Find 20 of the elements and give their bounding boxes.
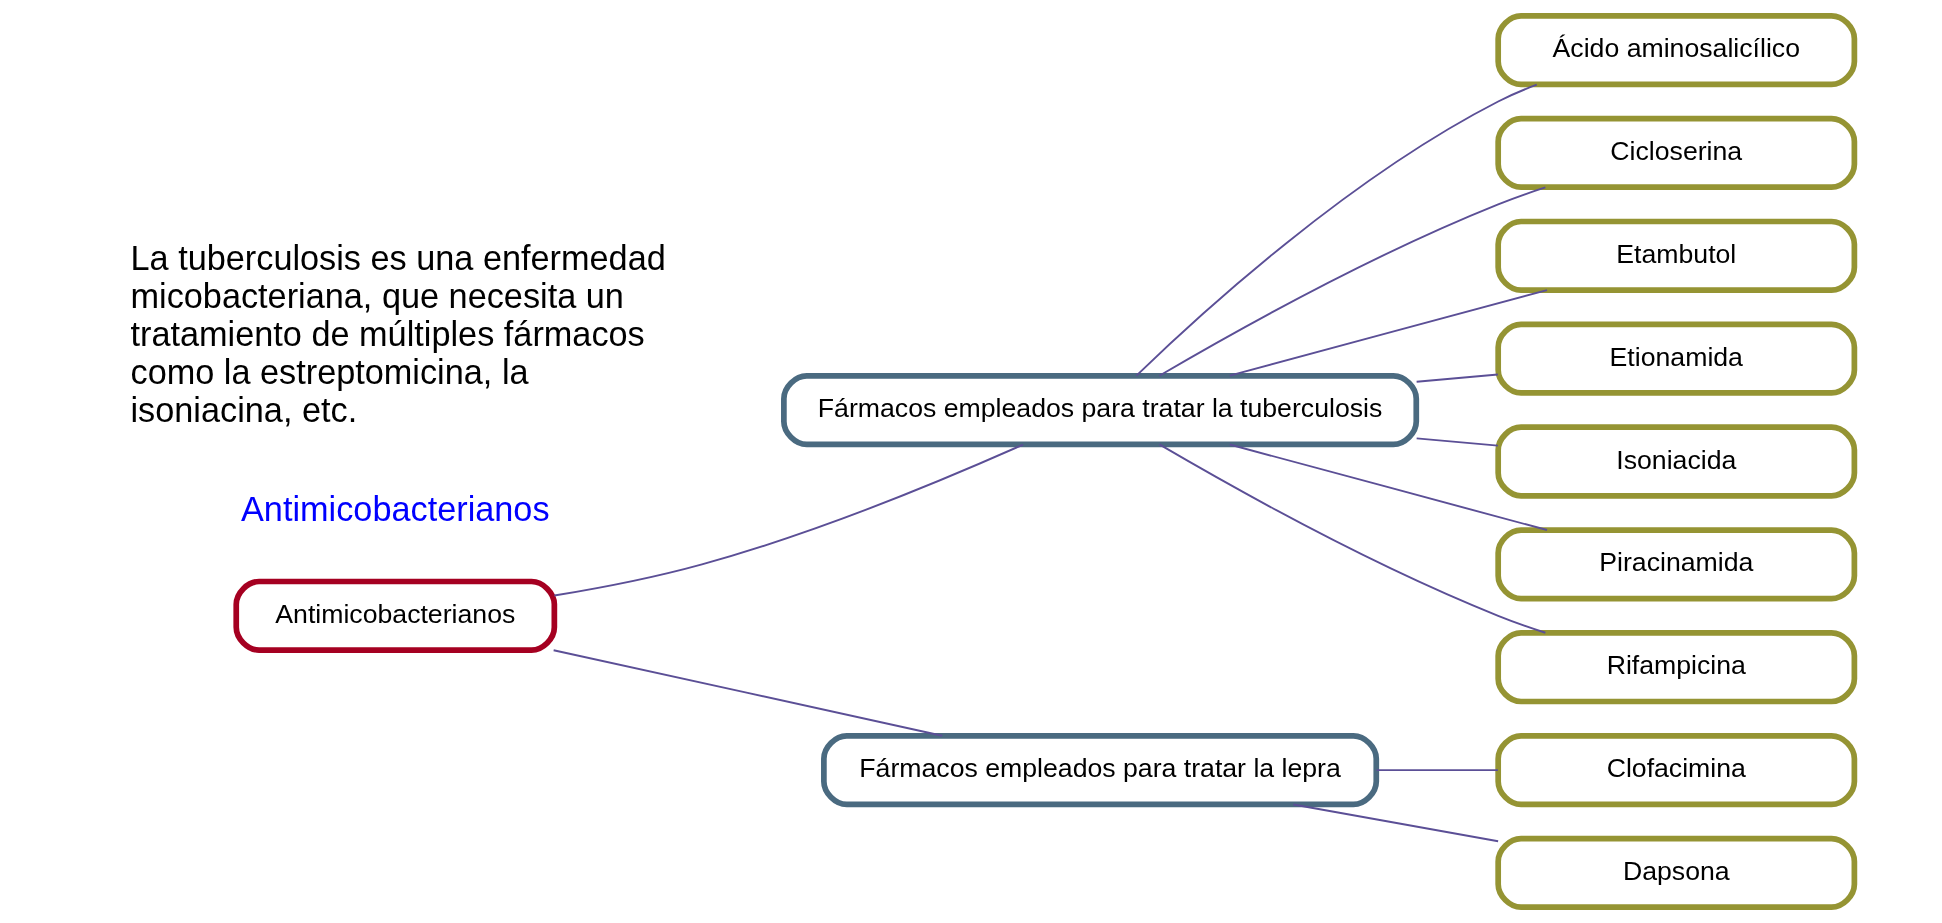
node-box: Piracinamida [1494,527,1857,602]
connector [1415,437,1499,447]
node-box: Fármacos empleados para tratar la tuberculosis [780,372,1419,448]
node-box: Ácido aminosalicílico [1494,12,1857,88]
connector [552,649,943,737]
label: Antimicobacterianos [240,490,550,529]
node-box: Isoniacida [1494,424,1857,499]
label: La tuberculosis es una enfermedad micobacteriana, que necesita un tratamiento de múltiples fármacos como la estreptomicina, la isoniacina, etc. [130,238,666,430]
node-box: Cicloserina [1494,115,1857,191]
node-box: Rifampicina [1494,630,1857,705]
node-box: Antimicobacterianos [232,578,557,653]
connector [552,443,1024,597]
node-box: Dapsona [1494,835,1857,911]
connector [1415,373,1499,383]
node-box: Etionamida [1494,321,1857,396]
node-box: Clofacimina [1494,732,1857,808]
node-box: Fármacos empleados para tratar la lepra [820,732,1379,808]
connector [1375,769,1499,772]
connector [1291,803,1499,843]
node-box: Etambutol [1494,218,1857,293]
